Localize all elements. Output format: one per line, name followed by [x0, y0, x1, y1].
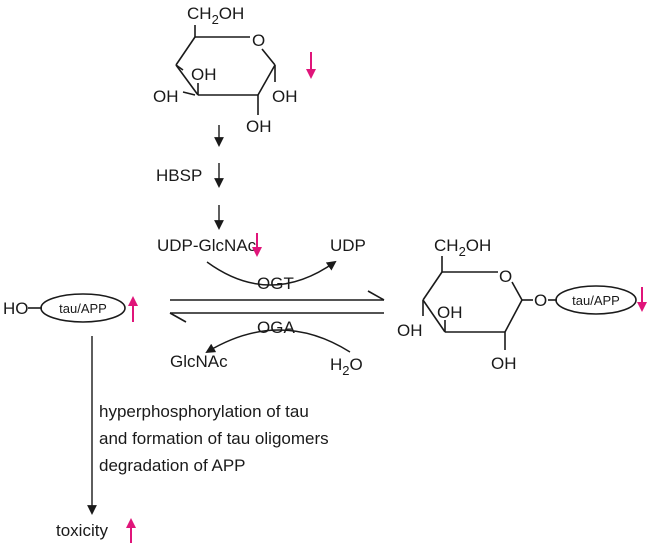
- glucose-ring-oxygen: O: [252, 31, 265, 50]
- glcnac-label: GlcNAc: [170, 352, 228, 371]
- glycosylated-protein-ellipse: [555, 285, 637, 315]
- unmodified-protein-label: tau/APP: [59, 301, 107, 316]
- glycosylated-protein-label: tau/APP: [572, 293, 620, 308]
- glucose-oh-c3: OH: [153, 87, 179, 106]
- udp-label: UDP: [330, 236, 366, 255]
- unmodified-protein-ellipse: [40, 293, 126, 323]
- glucose-oh-c2: OH: [246, 117, 272, 136]
- glucose-oh-c4: OH: [191, 65, 217, 84]
- oga-label: OGA: [257, 318, 295, 337]
- hydroxyl-label: HO: [3, 299, 29, 318]
- effect-line-3: degradation of APP: [99, 456, 246, 475]
- effect-line-1: hyperphosphorylation of tau: [99, 402, 309, 421]
- equilibrium-arrows: [169, 290, 385, 323]
- effect-line-2: and formation of tau oligomers: [99, 429, 329, 448]
- water-label: H2O: [330, 355, 363, 378]
- glucose-oh-c1: OH: [272, 87, 298, 106]
- glycosylated-ring-oxygen: O: [499, 267, 512, 286]
- toxicity-label: toxicity: [56, 521, 108, 540]
- glycosylated-ch2oh: CH2OH: [434, 236, 491, 259]
- udp-glcnac-label: UDP-GlcNAc: [157, 236, 257, 255]
- ogt-curved-arrow: [206, 260, 337, 286]
- glycosylated-structure: CH2OH O O OH OH OH: [397, 236, 557, 373]
- ogt-label: OGT: [257, 274, 294, 293]
- glycosylated-oh-c4: OH: [437, 303, 463, 322]
- glycosylated-oh-c3: OH: [397, 321, 423, 340]
- oga-curved-arrow: [205, 329, 351, 354]
- glucose-structure: CH2OH O OH OH OH OH: [153, 4, 298, 136]
- glycosylated-oh-c2: OH: [491, 354, 517, 373]
- glucose-ch2oh: CH2OH: [187, 4, 244, 27]
- glycosidic-oxygen: O: [534, 291, 547, 310]
- hbsp-label: HBSP: [156, 166, 202, 185]
